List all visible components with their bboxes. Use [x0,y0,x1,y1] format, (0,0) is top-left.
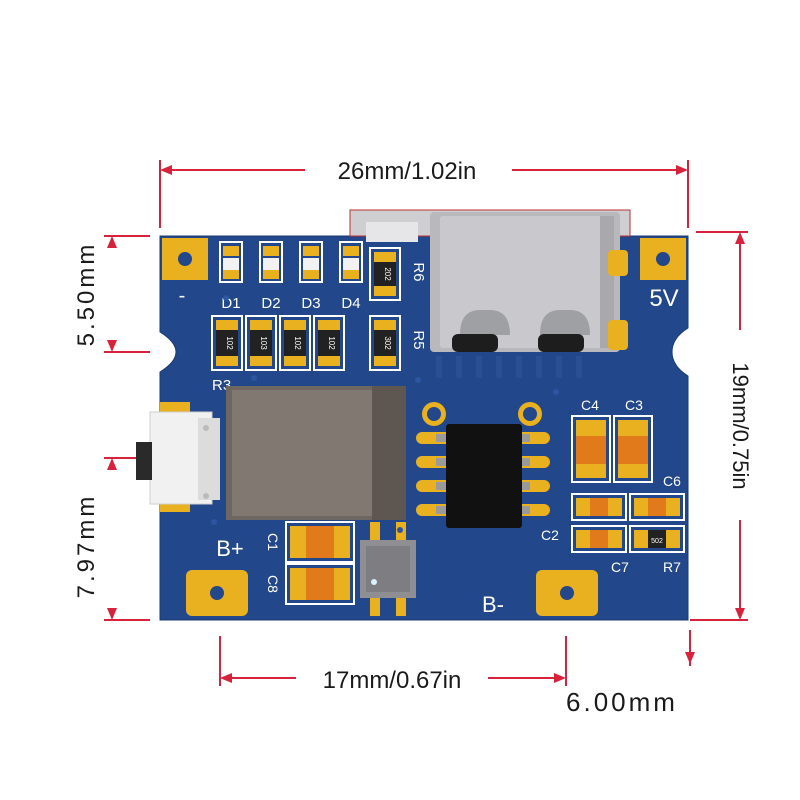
resistor-r5: 302 R5 [369,315,427,371]
inductor [226,386,406,520]
charger-ic [416,402,550,528]
dim-height-text: 19mm/0.75in [728,362,753,489]
r6-code: 202 [383,267,392,281]
label-c4: C4 [581,397,599,413]
capacitor-c1-c8: C1 C8 [265,521,355,605]
dim-left-bottom-arrow-a [107,458,117,470]
dim-left-bottom-text: 7.97mm [73,494,100,599]
dim-left-bottom-arrow-b [107,608,117,620]
dim-width-text: 26mm/1.02in [338,158,477,185]
dim-pad-text: 17mm/0.67in [323,667,462,694]
r5-code: 302 [383,336,392,350]
label-d4: D4 [341,295,360,312]
small-ic [360,522,416,616]
label-b-plus: B+ [216,536,244,561]
r-code-2: 103 [259,336,268,350]
pad-top-left-hole [178,252,192,266]
dim-width-arrow-right [676,165,688,175]
r7-code: 502 [651,538,663,545]
r-code-3: 102 [293,336,302,350]
pcb-board: - 5V [136,209,689,621]
label-r7: R7 [663,559,681,575]
side-switch [136,402,220,512]
dim-pad-arrow-right [554,673,566,683]
label-d2: D2 [261,295,280,312]
r-code-4: 102 [327,336,336,350]
label-5v: 5V [649,285,678,312]
resistor-row: 102 103 102 102 R3 [211,315,345,394]
usb-c-connector [349,209,631,378]
pad-top-right-hole [656,252,670,266]
label-c8: C8 [265,575,281,593]
label-c3: C3 [625,397,643,413]
vias [211,295,559,533]
dim-left-top-text: 5.50mm [73,242,100,347]
label-r5: R5 [410,330,427,349]
r-code-1: 102 [225,336,234,350]
dim-height-arrow-bottom [735,608,745,620]
dim-left-top-arrow-b [107,340,117,352]
label-r6: R6 [410,262,427,281]
dim-right-offset-arrow [685,652,695,664]
dimension-annotations: 26mm/1.02in 19mm/0.75in 5.50mm 7.97mm 17… [73,158,753,717]
dim-height-arrow-top [735,232,745,244]
small-components-right: C6 C2 502 C7 R7 [541,473,685,575]
label-c2: C2 [541,527,559,543]
label-c1: C1 [265,533,281,551]
label-c7: C7 [611,559,629,575]
dim-pad-arrow-left [220,673,232,683]
resistor-r6: 202 R6 [369,247,427,301]
label-d3: D3 [301,295,320,312]
label-c6: C6 [663,473,681,489]
dim-width-arrow-left [160,165,172,175]
label-b-minus: B- [482,592,504,617]
battery-pads [186,570,598,616]
capacitor-c4-c3: C4 C3 [571,397,653,483]
label-minus: - [179,285,186,307]
dim-left-top-arrow-a [107,236,117,248]
dim-right-offset-text: 6.00mm [566,687,678,717]
